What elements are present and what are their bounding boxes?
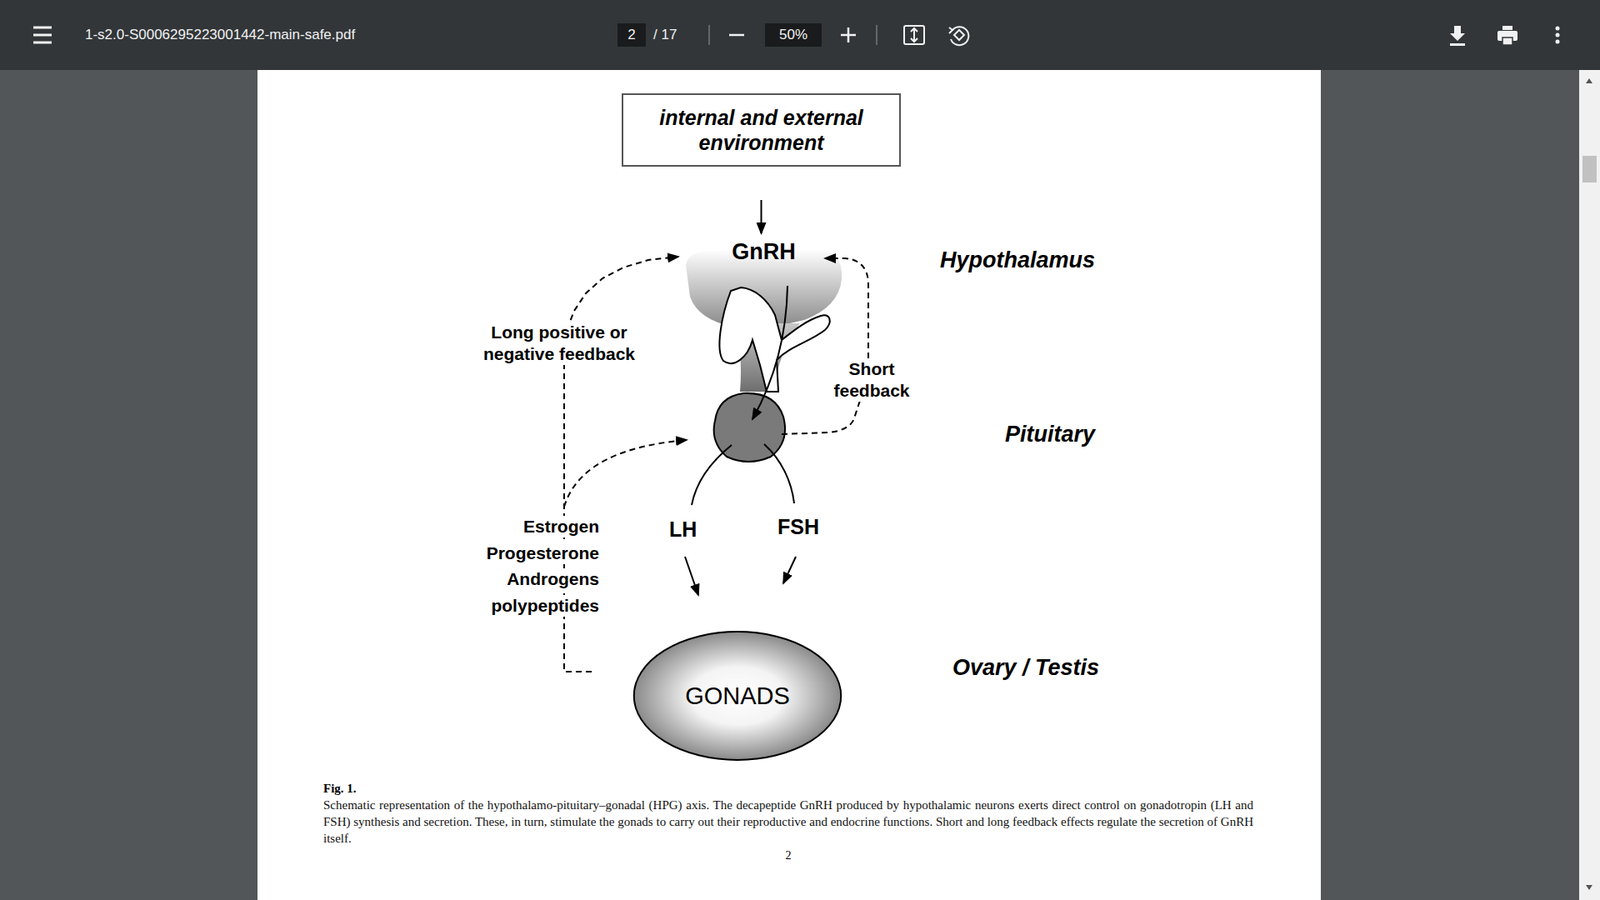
page-footer-number: 2	[785, 848, 792, 864]
more-icon	[1555, 26, 1560, 45]
pdf-page	[257, 70, 1321, 900]
figure-number: Fig. 1.	[323, 780, 1249, 797]
short-feedback-line	[781, 258, 869, 435]
hormone-label: Androgens	[504, 568, 602, 590]
arrow-connector	[760, 200, 763, 234]
scroll-arrows	[1585, 78, 1593, 890]
zoom-in-icon	[840, 27, 856, 43]
hormone-label: LH	[669, 516, 697, 542]
download-icon	[1450, 25, 1465, 46]
node-text: internal and external environment	[623, 105, 900, 155]
environment-box: internal and external environment	[621, 93, 901, 167]
neuron-outline	[719, 287, 830, 392]
page-number: 2	[627, 25, 635, 45]
file-name: 1-s2.0-S0006295223001442-main-safe.pdf	[85, 25, 355, 45]
node-text: GONADS	[685, 681, 790, 710]
lh-release-line	[691, 445, 732, 505]
fit-icon	[904, 25, 925, 45]
gonads-ellipse: GONADS	[632, 630, 843, 761]
hormone-label: FSH	[777, 514, 820, 540]
fsh-arrow	[783, 556, 796, 584]
hypothalamus-node: GnRH	[685, 236, 842, 320]
region-label: Pituitary	[1005, 420, 1095, 448]
page-count: / 17	[653, 25, 677, 45]
rotate-icon	[949, 26, 969, 45]
caption-text: Schematic representation of the hypothal…	[323, 798, 1254, 845]
zoom-level: 50%	[779, 25, 808, 45]
print-icon	[1497, 25, 1518, 45]
separator	[875, 25, 878, 45]
page-box	[617, 23, 646, 47]
figure-caption: Fig. 1.Schematic representation of the h…	[323, 780, 1254, 847]
separator	[708, 25, 710, 45]
scrollbar-thumb	[1582, 155, 1597, 183]
long-feedback-branch	[564, 440, 687, 507]
feedback-label: Long positive or negative feedback	[469, 321, 650, 365]
neuron-axon-arrow	[752, 285, 788, 420]
lh-arrow	[685, 556, 699, 595]
feedback-label: Short feedback	[825, 358, 918, 402]
hormone-label: Progesterone	[484, 542, 602, 565]
hormone-label: Estrogen	[520, 515, 602, 538]
scrollbar-track	[1579, 70, 1600, 900]
zoom-out-icon	[729, 34, 745, 37]
zoom-box	[765, 23, 822, 47]
menu-icon	[33, 27, 52, 43]
fsh-release-line	[764, 444, 795, 504]
region-label: Hypothalamus	[940, 246, 1095, 274]
region-label: Ovary / Testis	[952, 654, 1100, 681]
hormone-label: polypeptides	[488, 595, 602, 617]
node-text: GnRH	[731, 238, 796, 265]
toolbar	[0, 0, 1600, 70]
